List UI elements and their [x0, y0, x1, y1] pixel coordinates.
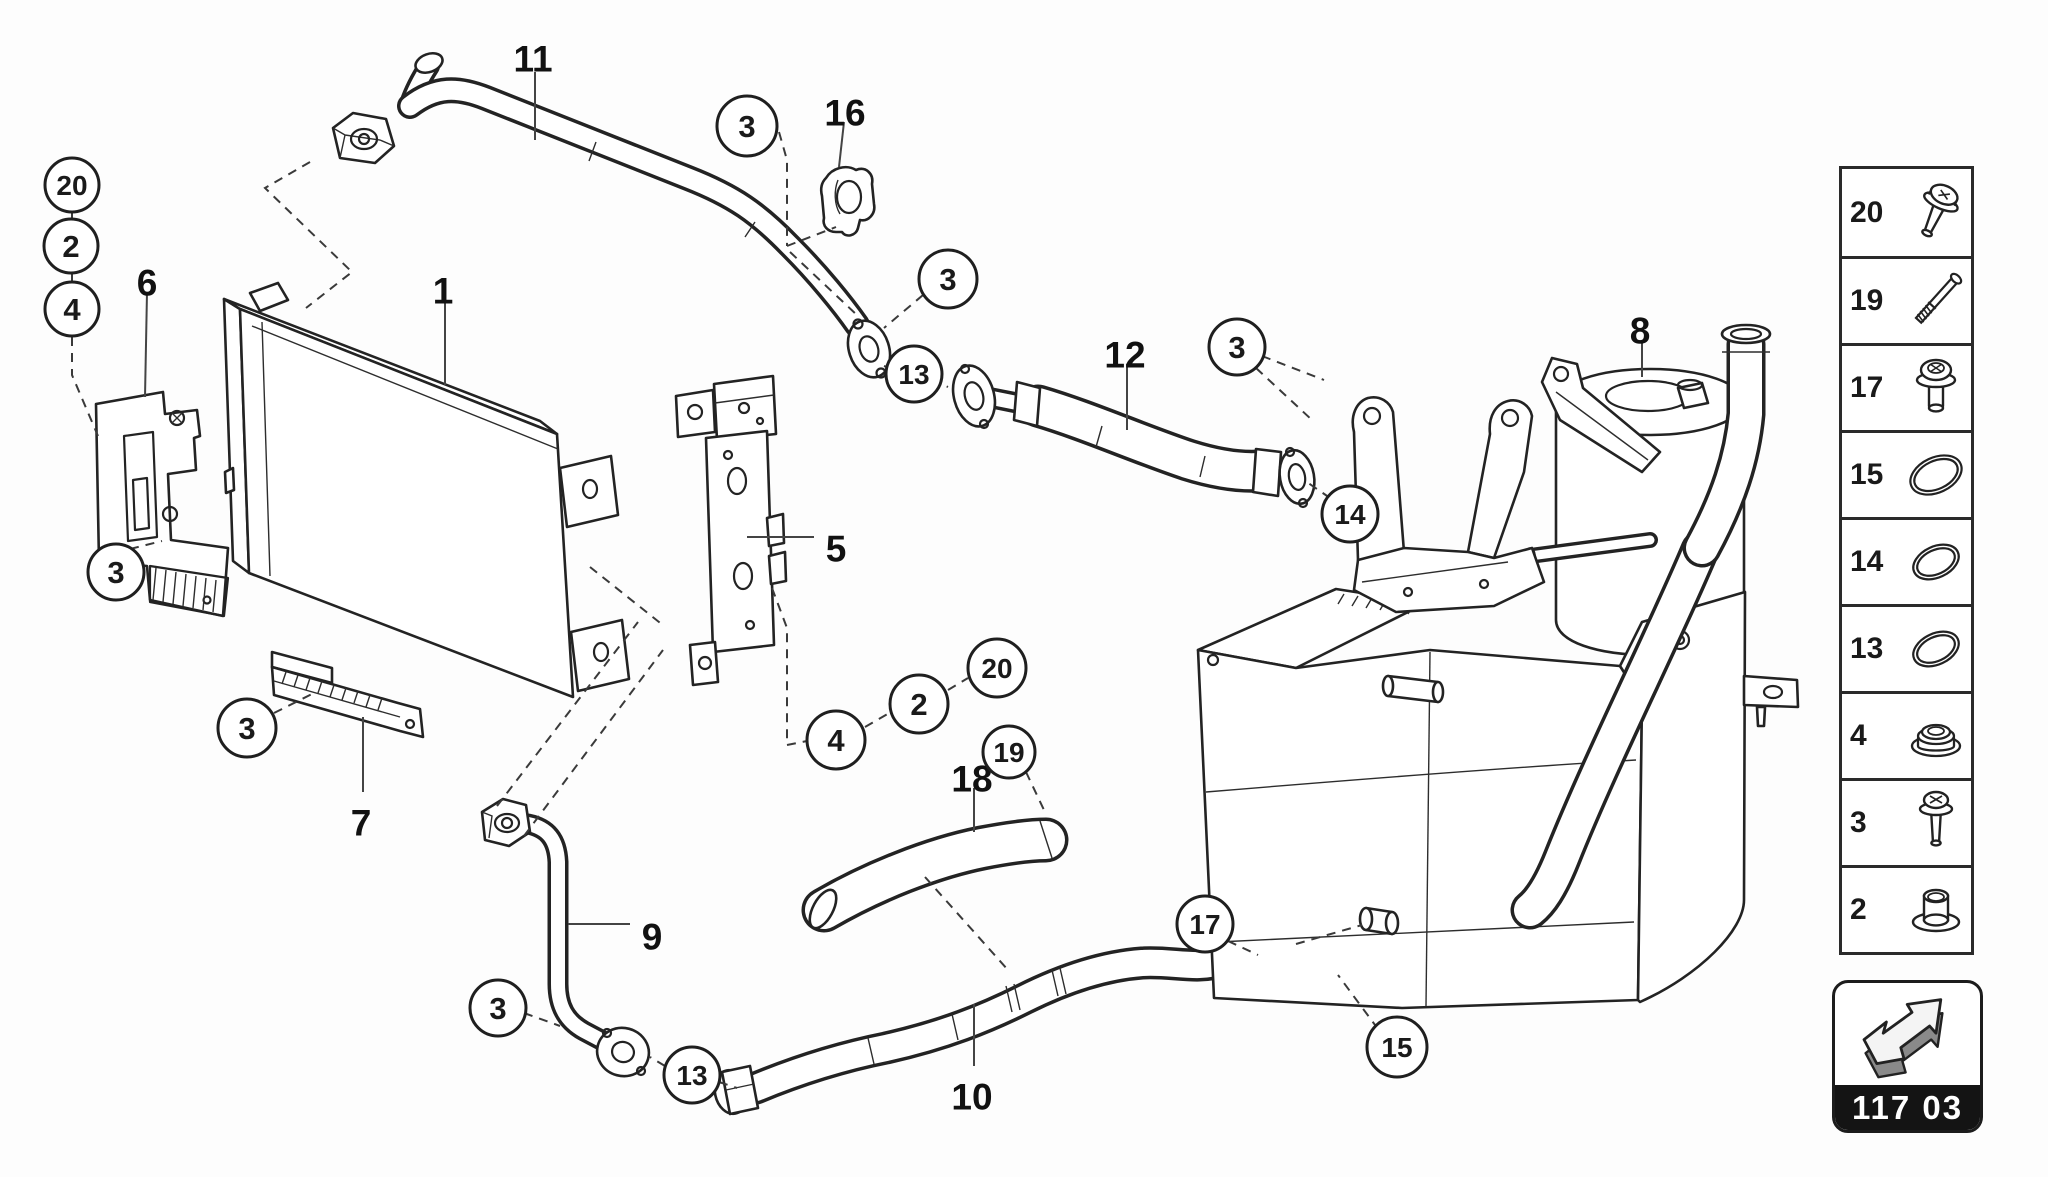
legend-item-number: 4 [1850, 719, 1867, 752]
callout-balloon-3[interactable]: 3 [86, 542, 146, 602]
part-label-6: 6 [137, 262, 158, 303]
svg-text:17: 17 [1189, 909, 1220, 940]
leader-line-16 [838, 121, 845, 168]
callout-balloon-2[interactable]: 2 [888, 673, 950, 735]
screw-washer-icon [1901, 173, 1971, 253]
bushing-icon [1901, 870, 1971, 950]
legend-item-2[interactable]: 2 [1842, 865, 1971, 952]
part-label-11: 11 [513, 38, 552, 79]
part-12-flex-hose [951, 363, 1316, 509]
legend-item-number: 15 [1850, 458, 1884, 491]
callout-balloon-3[interactable]: 3 [1207, 317, 1267, 377]
callout-balloon-14[interactable]: 14 [1320, 484, 1380, 544]
callout-balloon-4[interactable]: 4 [805, 709, 867, 771]
o-ring-icon [1901, 609, 1971, 689]
svg-text:3: 3 [738, 109, 755, 144]
callout-balloon-20[interactable]: 20 [966, 637, 1028, 699]
stud-icon [1901, 261, 1971, 341]
svg-text:2: 2 [910, 687, 927, 722]
flange-bolt-icon [1901, 348, 1971, 428]
page-code-card[interactable]: 117 03 [1832, 980, 1983, 1133]
callout-balloon-17[interactable]: 17 [1175, 894, 1235, 954]
svg-text:15: 15 [1381, 1032, 1412, 1063]
callout-balloon-2[interactable]: 2 [42, 217, 100, 275]
legend-item-number: 2 [1850, 893, 1867, 926]
part-label-7: 7 [351, 802, 372, 843]
assembly-guide-lines [71, 131, 1379, 1089]
part-11-oil-pipe [331, 51, 892, 379]
part-18-sleeve-hose [801, 817, 1069, 933]
part-9-oil-pipe [480, 797, 651, 1078]
section-arrow-icon [1835, 983, 1980, 1085]
legend-item-17[interactable]: 17 [1842, 343, 1971, 430]
svg-text:4: 4 [827, 723, 845, 758]
svg-text:3: 3 [489, 991, 506, 1026]
part-16-grommet [819, 165, 876, 237]
part-label-12: 12 [1104, 334, 1145, 375]
legend-item-14[interactable]: 14 [1842, 517, 1971, 604]
callout-balloon-3[interactable]: 3 [715, 94, 779, 158]
legend-item-20[interactable]: 20 [1842, 169, 1971, 256]
callout-balloon-15[interactable]: 15 [1365, 1015, 1429, 1079]
svg-text:4: 4 [63, 292, 81, 327]
callout-balloon-3[interactable]: 3 [468, 978, 528, 1038]
callout-balloon-3[interactable]: 3 [216, 697, 278, 759]
damper-grommet-icon [1901, 696, 1971, 776]
svg-text:19: 19 [993, 737, 1024, 768]
legend-item-19[interactable]: 19 [1842, 256, 1971, 343]
svg-text:3: 3 [107, 555, 124, 590]
legend-item-number: 3 [1850, 806, 1867, 839]
callout-balloon-4[interactable]: 4 [43, 280, 101, 338]
part-label-16: 16 [824, 92, 865, 133]
legend-item-number: 13 [1850, 632, 1884, 665]
svg-text:20: 20 [56, 170, 87, 201]
part-5-bracket [674, 374, 788, 687]
legend-item-number: 20 [1850, 195, 1884, 229]
part-label-1: 1 [433, 270, 454, 311]
svg-text:3: 3 [939, 262, 956, 297]
legend-item-number: 19 [1850, 284, 1884, 317]
svg-text:13: 13 [676, 1060, 707, 1091]
callout-balloon-3[interactable]: 3 [917, 248, 979, 310]
svg-text:13: 13 [898, 359, 929, 390]
part-8-oil-tank [1196, 323, 1800, 1010]
o-ring-icon [1901, 522, 1971, 602]
part-label-5: 5 [826, 528, 847, 569]
screw-icon [1901, 783, 1971, 863]
legend-item-13[interactable]: 13 [1842, 604, 1971, 691]
part-label-10: 10 [951, 1076, 992, 1117]
part-label-9: 9 [642, 916, 663, 957]
legend-panel: 20 19 17 15 14 13 4 3 2 [1839, 166, 1974, 955]
callout-balloon-20[interactable]: 20 [43, 156, 101, 214]
part-label-8: 8 [1630, 310, 1651, 351]
svg-text:20: 20 [981, 653, 1012, 684]
leader-line-6 [144, 291, 148, 398]
page-code: 117 03 [1835, 1085, 1980, 1130]
part-1-oil-cooler [222, 281, 631, 699]
o-ring-large-icon [1901, 435, 1971, 515]
legend-item-15[interactable]: 15 [1842, 430, 1971, 517]
legend-item-number: 14 [1850, 545, 1884, 578]
svg-text:14: 14 [1334, 499, 1366, 530]
legend-item-4[interactable]: 4 [1842, 691, 1971, 778]
callout-balloon-13[interactable]: 13 [884, 344, 944, 404]
callout-balloon-19[interactable]: 19 [981, 724, 1037, 780]
label-leader-lines [144, 72, 1643, 1066]
svg-text:3: 3 [1228, 330, 1245, 365]
svg-text:2: 2 [62, 229, 79, 264]
svg-text:3: 3 [238, 711, 255, 746]
callout-balloon-13[interactable]: 13 [662, 1045, 722, 1105]
part-7-strip-bracket [270, 650, 425, 739]
legend-item-number: 17 [1850, 371, 1884, 404]
legend-item-3[interactable]: 3 [1842, 778, 1971, 865]
